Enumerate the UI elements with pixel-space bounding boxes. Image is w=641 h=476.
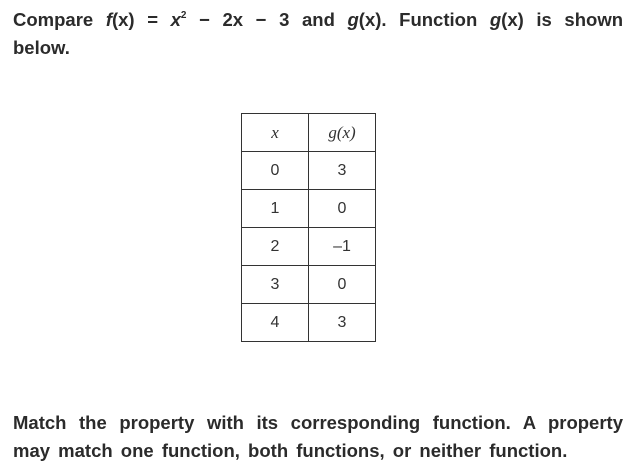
table-header-row: x g(x): [241, 113, 376, 152]
cell-x: 0: [241, 151, 309, 190]
cell-x: 1: [241, 189, 309, 228]
question-intro: Compare f(x) = x2 − 2x − 3 and g(x). Fun…: [13, 9, 624, 58]
cell-gx: 0: [308, 265, 376, 304]
cell-gx: 3: [308, 303, 376, 342]
cell-x: 3: [241, 265, 309, 304]
cell-x: 2: [241, 227, 309, 266]
header-x: x: [241, 113, 309, 152]
table-row: 2–1: [241, 227, 376, 266]
cell-gx: 3: [308, 151, 376, 190]
cell-gx: 0: [308, 189, 376, 228]
cell-x: 4: [241, 303, 309, 342]
instruction-text: Match the property with its correspondin…: [13, 412, 623, 461]
header-gx: g(x): [308, 113, 376, 152]
cell-gx: –1: [308, 227, 376, 266]
